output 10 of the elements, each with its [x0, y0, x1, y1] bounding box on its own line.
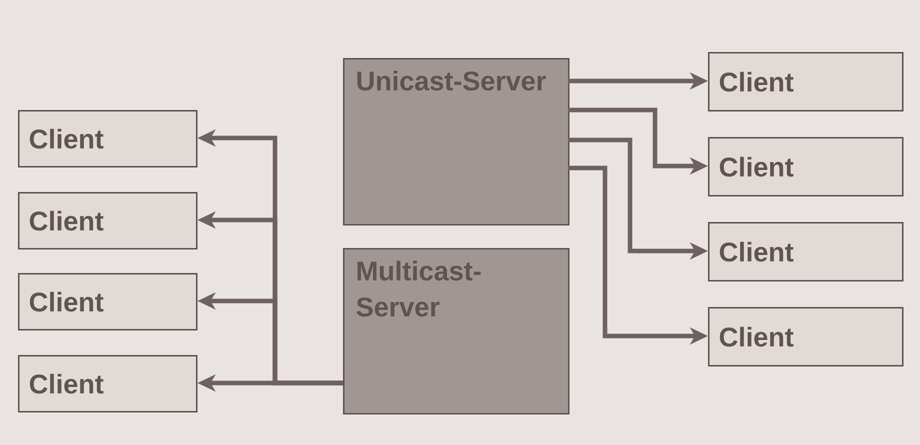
- client-box: Client: [18, 273, 198, 330]
- client-box: Client: [18, 355, 198, 412]
- client-box: Client: [18, 192, 198, 250]
- client-box: Client: [708, 222, 904, 282]
- server-box: Unicast-Server: [343, 58, 570, 226]
- server-box: Multicast-Server: [343, 248, 570, 414]
- client-box: Client: [708, 52, 904, 112]
- client-box: Client: [18, 110, 198, 168]
- client-box: Client: [708, 307, 904, 366]
- client-box: Client: [708, 137, 904, 196]
